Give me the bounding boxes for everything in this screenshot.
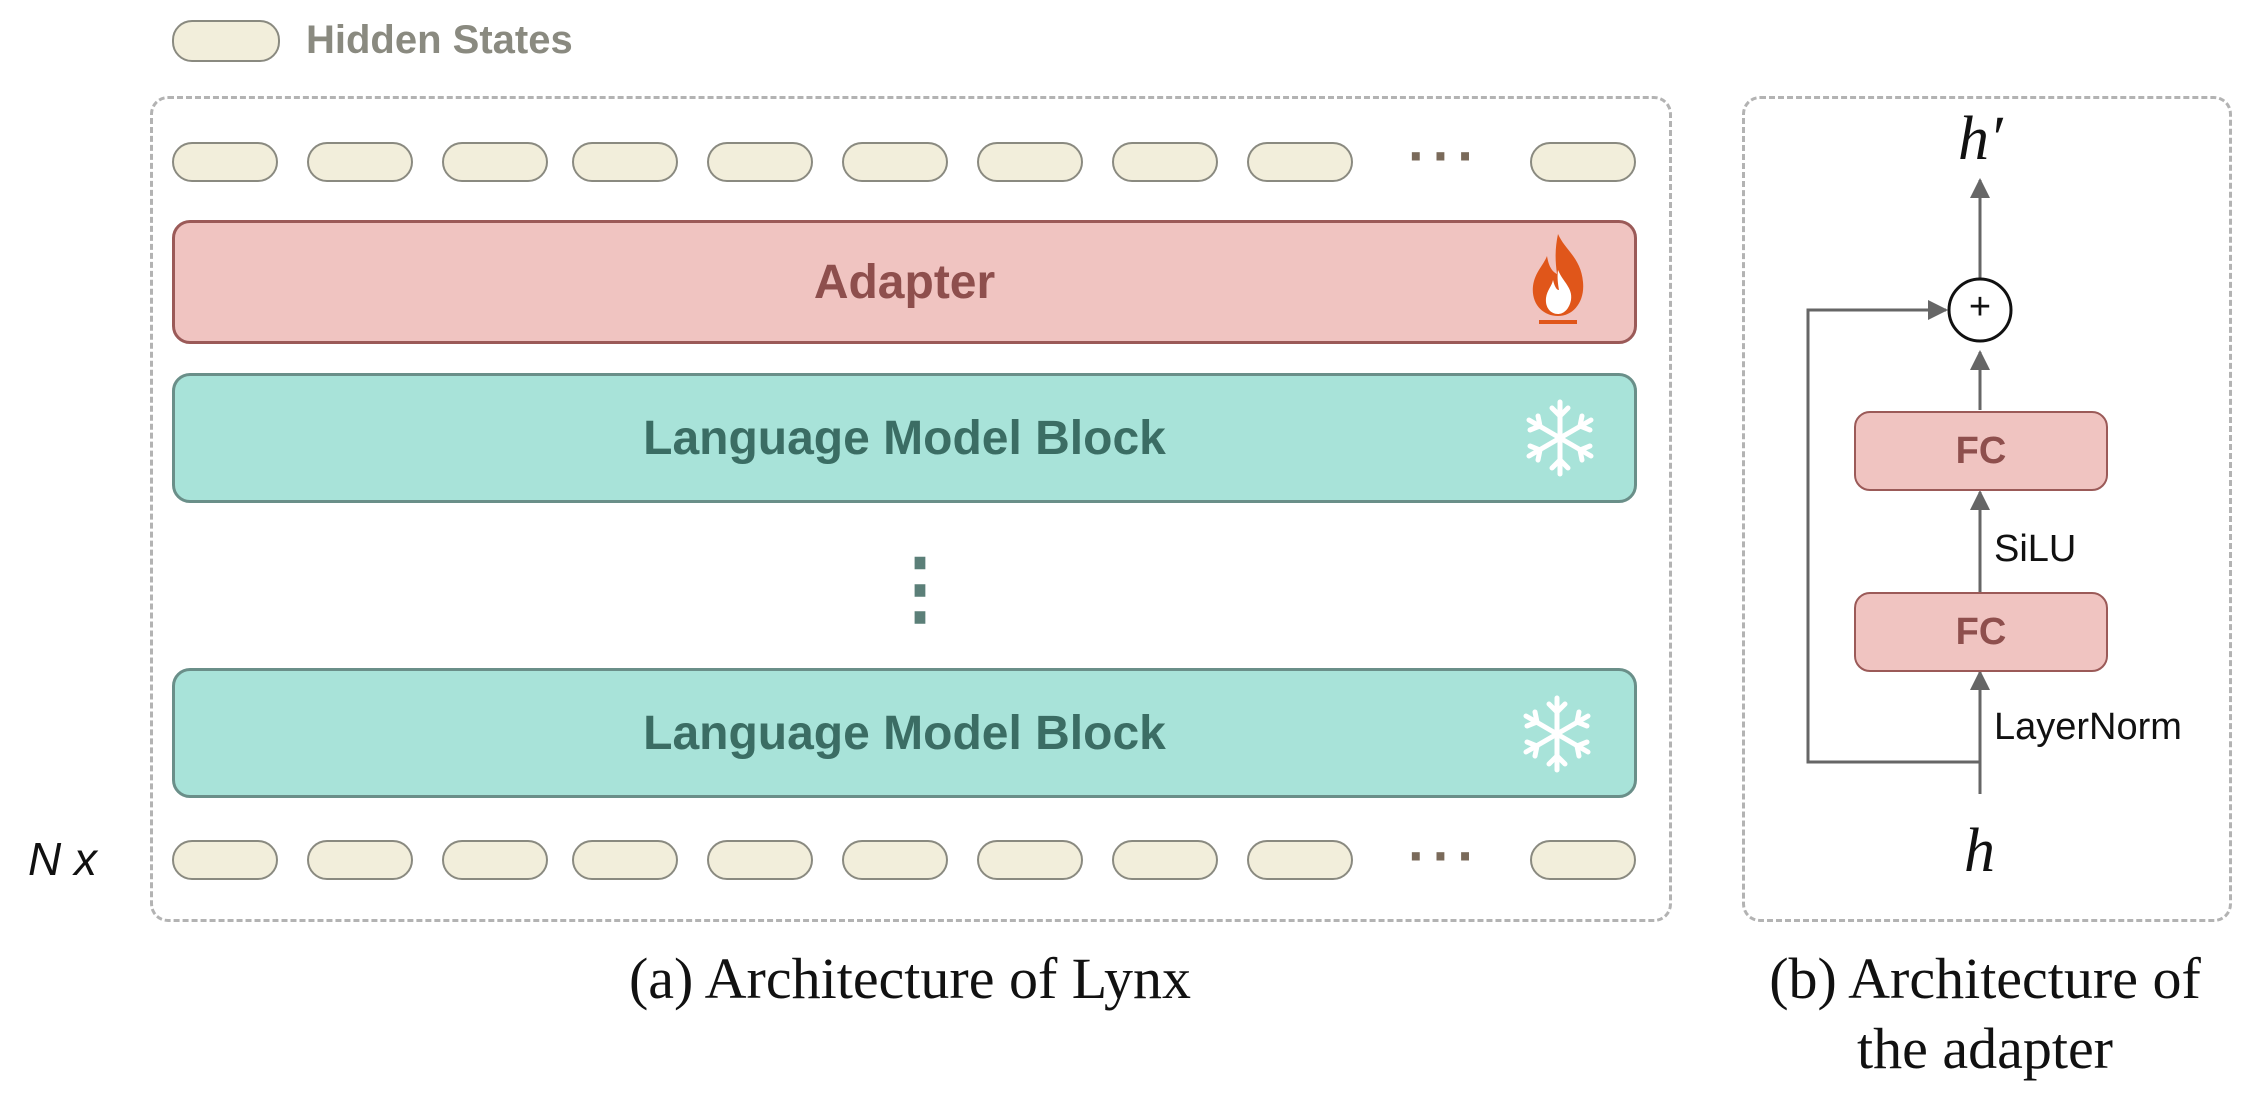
lm-block-bottom-label: Language Model Block [643, 706, 1166, 760]
fc-layer-top: FC [1854, 411, 2108, 491]
fc-top-label: FC [1955, 429, 2007, 472]
vertical-ellipsis: ⋮ [880, 543, 960, 632]
caption-adapter-line2: the adapter [1856, 1015, 2113, 1081]
legend-hidden-state-swatch [172, 20, 280, 62]
lm-block-top-label: Language Model Block [643, 411, 1166, 465]
activation-label: SiLU [1994, 528, 2077, 570]
hidden-state [707, 840, 813, 880]
plus-symbol: + [1968, 286, 1992, 328]
fc-bottom-label: FC [1955, 610, 2007, 653]
hidden-state [707, 142, 813, 182]
snowflake-icon [1526, 399, 1594, 477]
lynx-architecture-panel [150, 96, 1672, 922]
fc-layer-bottom: FC [1854, 592, 2108, 672]
hidden-state [842, 142, 948, 182]
adapter-block: Adapter [172, 220, 1637, 344]
hidden-state [307, 142, 413, 182]
ellipsis-bottom: ··· [1408, 824, 1482, 887]
adapter-architecture-panel [1742, 96, 2232, 922]
hidden-state [442, 840, 548, 880]
output-label: h′ [1958, 105, 2003, 173]
caption-adapter-line1: (b) Architecture of [1769, 946, 2201, 1011]
hidden-state [172, 840, 278, 880]
hidden-state [1112, 840, 1218, 880]
adapter-connections [1806, 178, 2013, 794]
snowflake-icon [1523, 695, 1591, 773]
hidden-state [572, 840, 678, 880]
caption-adapter-architecture: (b) Architecture of the adapter [1712, 944, 2258, 1083]
hidden-state [977, 840, 1083, 880]
hidden-state [572, 142, 678, 182]
adapter-label: Adapter [813, 255, 996, 309]
hidden-state [1247, 840, 1353, 880]
hidden-state [1112, 142, 1218, 182]
hidden-state [842, 840, 948, 880]
ellipsis-top: ··· [1408, 124, 1482, 187]
hidden-state [1530, 840, 1636, 880]
hidden-state [1530, 142, 1636, 182]
norm-label: LayerNorm [1994, 706, 2182, 748]
hidden-state [442, 142, 548, 182]
caption-lynx-architecture: (a) Architecture of Lynx [628, 946, 1192, 1011]
hidden-state [1247, 142, 1353, 182]
hidden-state [172, 142, 278, 182]
hidden-state [977, 142, 1083, 182]
language-model-block-bottom: Language Model Block [172, 668, 1637, 798]
legend-label: Hidden States [306, 18, 573, 62]
repeat-label: N x [28, 833, 97, 885]
input-label: h [1964, 817, 1995, 885]
language-model-block-top: Language Model Block [172, 373, 1637, 503]
hidden-state [307, 840, 413, 880]
flame-icon [1532, 234, 1584, 324]
